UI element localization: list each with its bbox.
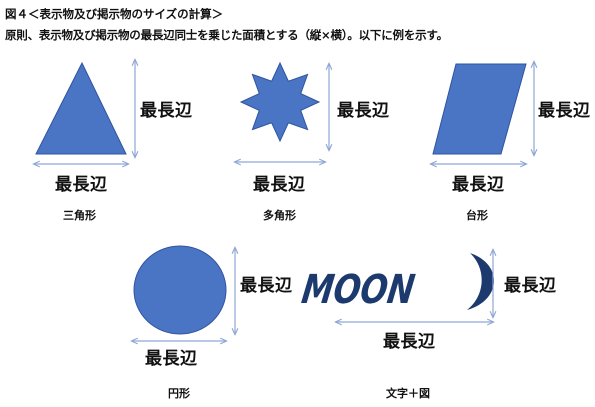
shape-name-trapezoid: 台形 xyxy=(466,209,488,222)
crescent-moon-icon xyxy=(467,253,495,310)
shape-name-text-and-figure: 文字＋図 xyxy=(386,387,430,400)
circle-horizontal-label: 最長辺 xyxy=(145,349,198,369)
parallelogram-horizontal-label: 最長辺 xyxy=(452,175,505,195)
eight-point-star-shape xyxy=(239,61,321,143)
moon-vertical-label: 最長辺 xyxy=(504,276,557,296)
moon-logo-text: MOON xyxy=(299,267,417,313)
parallelogram-vertical-label: 最長辺 xyxy=(538,101,591,121)
shape-name-circle: 円形 xyxy=(168,387,190,400)
triangle-vertical-label: 最長辺 xyxy=(140,101,193,121)
triangle-shape xyxy=(35,61,127,155)
circle-vertical-label: 最長辺 xyxy=(240,276,293,296)
parallelogram-shape xyxy=(432,63,527,155)
moon-horizontal-label: 最長辺 xyxy=(383,332,436,352)
shape-name-polygon: 多角形 xyxy=(263,209,296,222)
star-vertical-label: 最長辺 xyxy=(337,101,390,121)
star-horizontal-label: 最長辺 xyxy=(253,175,306,195)
shape-name-triangle: 三角形 xyxy=(63,209,96,222)
circle-shape xyxy=(133,245,227,335)
figure-description: 原則、表示物及び掲示物の最長辺同士を乗じた面積とする（縦×横）。以下に例を示す。 xyxy=(5,28,448,42)
figure-title: 図４＜表示物及び掲示物のサイズの計算＞ xyxy=(5,7,224,21)
triangle-horizontal-label: 最長辺 xyxy=(55,175,108,195)
